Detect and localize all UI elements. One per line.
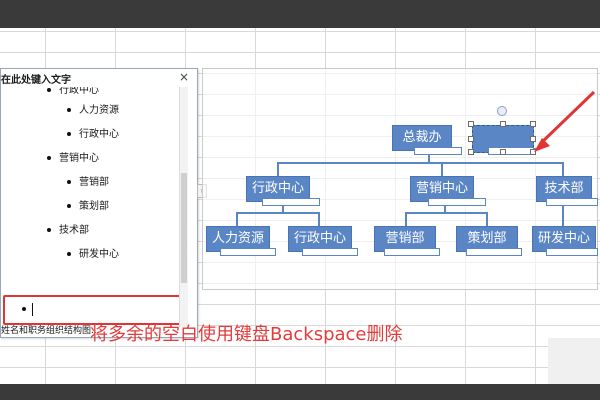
bullet-icon — [47, 88, 51, 92]
pane-list-item[interactable]: 技术部 — [47, 221, 89, 236]
org-node-subtitle-box[interactable] — [488, 147, 534, 155]
resize-handle[interactable] — [530, 136, 536, 142]
bullet-icon — [67, 180, 71, 184]
resize-handle[interactable] — [500, 121, 506, 127]
org-node-l2[interactable]: 策划部 — [456, 226, 518, 252]
bullet-icon — [47, 156, 51, 160]
org-node-l2[interactable]: 行政中心 — [288, 226, 352, 252]
pane-list-item[interactable]: 研发中心 — [67, 245, 119, 260]
connector-line — [405, 212, 487, 214]
top-black-border — [0, 0, 600, 28]
red-arrow-icon — [534, 90, 596, 152]
pane-list-item[interactable]: 人力资源 — [67, 101, 119, 116]
close-icon[interactable]: × — [178, 70, 189, 84]
connector-line — [444, 200, 446, 212]
pane-scrollbar[interactable] — [179, 87, 188, 327]
connector-line — [428, 150, 430, 162]
org-node-l1[interactable]: 行政中心 — [246, 176, 310, 202]
resize-handle[interactable] — [468, 121, 474, 127]
connector-line — [405, 212, 407, 226]
corner-highlight — [548, 338, 600, 384]
connector-line — [318, 212, 320, 226]
bullet-icon — [22, 307, 26, 311]
bullet-icon — [47, 228, 51, 232]
org-node-root[interactable]: 总裁办 — [392, 125, 452, 151]
pane-list-item[interactable]: 营销部 — [67, 173, 109, 188]
pane-list-item[interactable]: 营销中心 — [47, 149, 99, 164]
spreadsheet-screen: 在此处键入文字 × 行政中心 人力资源 行政中心 营销中心 营销部 策划部 技术… — [0, 28, 600, 384]
connector-line — [282, 200, 284, 212]
text-caret — [32, 303, 33, 316]
bottom-black-border — [0, 384, 600, 400]
org-node-subtitle-box[interactable] — [546, 248, 598, 256]
org-node-l2[interactable]: 研发中心 — [532, 226, 596, 252]
bullet-icon — [67, 204, 71, 208]
instruction-caption: 将多余的空白使用键盘Backspace删除 — [90, 324, 403, 345]
org-node-subtitle-box[interactable] — [262, 198, 320, 206]
resize-handle[interactable] — [468, 136, 474, 142]
connector-line — [277, 162, 562, 164]
pane-bullet-list: 行政中心 人力资源 行政中心 营销中心 营销部 策划部 技术部 研发中心 — [1, 87, 177, 323]
connector-line — [562, 200, 564, 226]
org-node-l2[interactable]: 营销部 — [374, 226, 436, 252]
pane-footer-link[interactable]: 姓名和职务组织结构图... — [1, 326, 100, 336]
smartart-text-pane: 在此处键入文字 × 行政中心 人力资源 行政中心 营销中心 营销部 策划部 技术… — [0, 68, 198, 338]
pane-list-item[interactable]: 策划部 — [67, 197, 109, 212]
org-node-subtitle-box[interactable] — [414, 147, 462, 155]
bullet-icon — [67, 252, 71, 256]
connector-line — [486, 212, 488, 226]
bullet-icon — [67, 108, 71, 112]
scrollbar-thumb[interactable] — [181, 173, 187, 283]
connector-line — [277, 162, 279, 176]
org-node-subtitle-box[interactable] — [466, 248, 522, 256]
resize-handle[interactable] — [500, 149, 506, 155]
pane-title: 在此处键入文字 — [1, 75, 71, 86]
org-node-l1[interactable]: 营销中心 — [410, 176, 474, 202]
pane-list-item[interactable]: 行政中心 — [67, 125, 119, 140]
connector-line — [236, 212, 319, 214]
org-node-subtitle-box[interactable] — [384, 248, 440, 256]
bullet-icon — [67, 132, 71, 136]
rotate-handle-icon[interactable] — [497, 106, 507, 116]
resize-handle[interactable] — [530, 149, 536, 155]
org-node-l1[interactable]: 技术部 — [536, 176, 592, 202]
org-node-subtitle-box[interactable] — [546, 198, 598, 206]
org-node-subtitle-box[interactable] — [428, 198, 486, 206]
org-node-subtitle-box[interactable] — [220, 248, 276, 256]
resize-handle[interactable] — [530, 121, 536, 127]
pane-list-item[interactable]: 行政中心 — [47, 87, 99, 96]
org-node-subtitle-box[interactable] — [302, 248, 358, 256]
connector-line — [562, 162, 564, 176]
connector-line — [441, 162, 443, 176]
connector-line — [236, 212, 238, 226]
resize-handle[interactable] — [468, 149, 474, 155]
